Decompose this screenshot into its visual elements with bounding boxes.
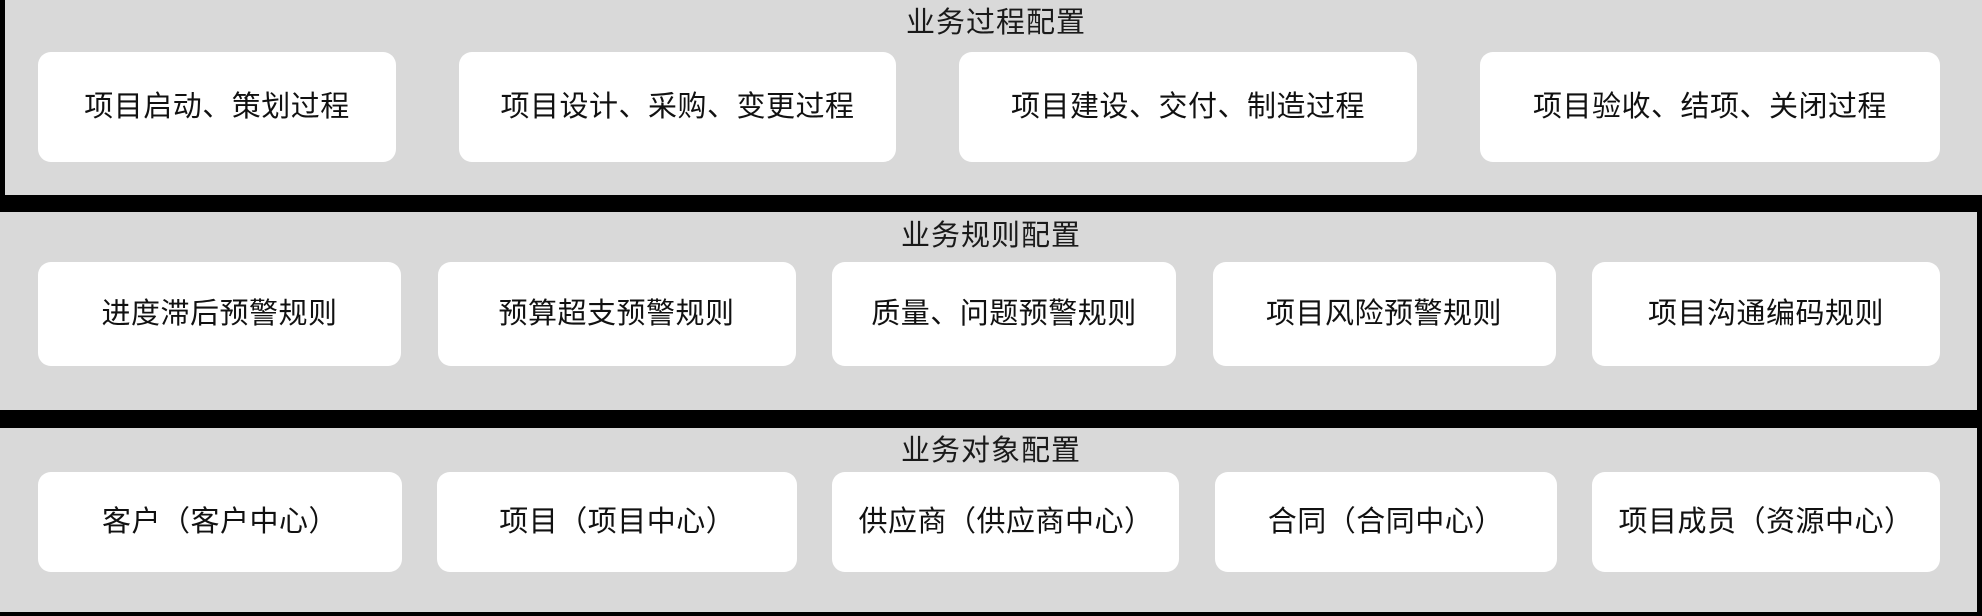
section-separator-2: [0, 410, 1982, 428]
card-label: 质量、问题预警规则: [871, 298, 1137, 330]
card-process-2[interactable]: 项目设计、采购、变更过程: [459, 52, 896, 162]
diagram-bottom-border: [0, 612, 1982, 616]
card-row-objects: 客户（客户中心） 项目（项目中心） 供应商（供应商中心） 合同（合同中心） 项目…: [0, 472, 1982, 572]
card-objects-3[interactable]: 供应商（供应商中心）: [832, 472, 1180, 572]
card-label: 客户（客户中心）: [101, 506, 338, 538]
card-label: 进度滞后预警规则: [101, 298, 338, 330]
card-objects-1[interactable]: 客户（客户中心）: [38, 472, 402, 572]
section-title-rules: 业务规则配置: [900, 220, 1081, 252]
card-label: 项目沟通编码规则: [1647, 298, 1884, 330]
card-process-3[interactable]: 项目建设、交付、制造过程: [959, 52, 1417, 162]
card-objects-5[interactable]: 项目成员（资源中心）: [1591, 472, 1940, 572]
card-rules-5[interactable]: 项目沟通编码规则: [1592, 262, 1940, 366]
card-label: 项目启动、策划过程: [84, 91, 350, 123]
section-separator-1: [0, 195, 1982, 212]
card-label: 供应商（供应商中心）: [858, 506, 1154, 538]
card-label: 项目设计、采购、变更过程: [500, 91, 855, 123]
card-objects-2[interactable]: 项目（项目中心）: [437, 472, 798, 572]
card-process-1[interactable]: 项目启动、策划过程: [38, 52, 396, 162]
card-row-process: 项目启动、策划过程 项目设计、采购、变更过程 项目建设、交付、制造过程 项目验收…: [0, 52, 1982, 162]
card-label: 项目验收、结项、关闭过程: [1532, 91, 1887, 123]
section-title-process: 业务过程配置: [905, 7, 1086, 39]
card-rules-3[interactable]: 质量、问题预警规则: [832, 262, 1176, 366]
card-label: 预算超支预警规则: [498, 298, 735, 330]
section-title-objects: 业务对象配置: [900, 435, 1081, 467]
card-row-rules: 进度滞后预警规则 预算超支预警规则 质量、问题预警规则 项目风险预警规则 项目沟…: [0, 262, 1982, 366]
card-rules-4[interactable]: 项目风险预警规则: [1212, 262, 1556, 366]
card-label: 项目（项目中心）: [499, 506, 736, 538]
card-rules-2[interactable]: 预算超支预警规则: [437, 262, 796, 366]
card-rules-1[interactable]: 进度滞后预警规则: [38, 262, 401, 366]
card-label: 项目成员（资源中心）: [1618, 506, 1914, 538]
card-label: 项目风险预警规则: [1265, 298, 1502, 330]
card-objects-4[interactable]: 合同（合同中心）: [1214, 472, 1557, 572]
card-process-4[interactable]: 项目验收、结项、关闭过程: [1480, 52, 1940, 162]
card-label: 项目建设、交付、制造过程: [1010, 91, 1365, 123]
card-label: 合同（合同中心）: [1267, 506, 1504, 538]
